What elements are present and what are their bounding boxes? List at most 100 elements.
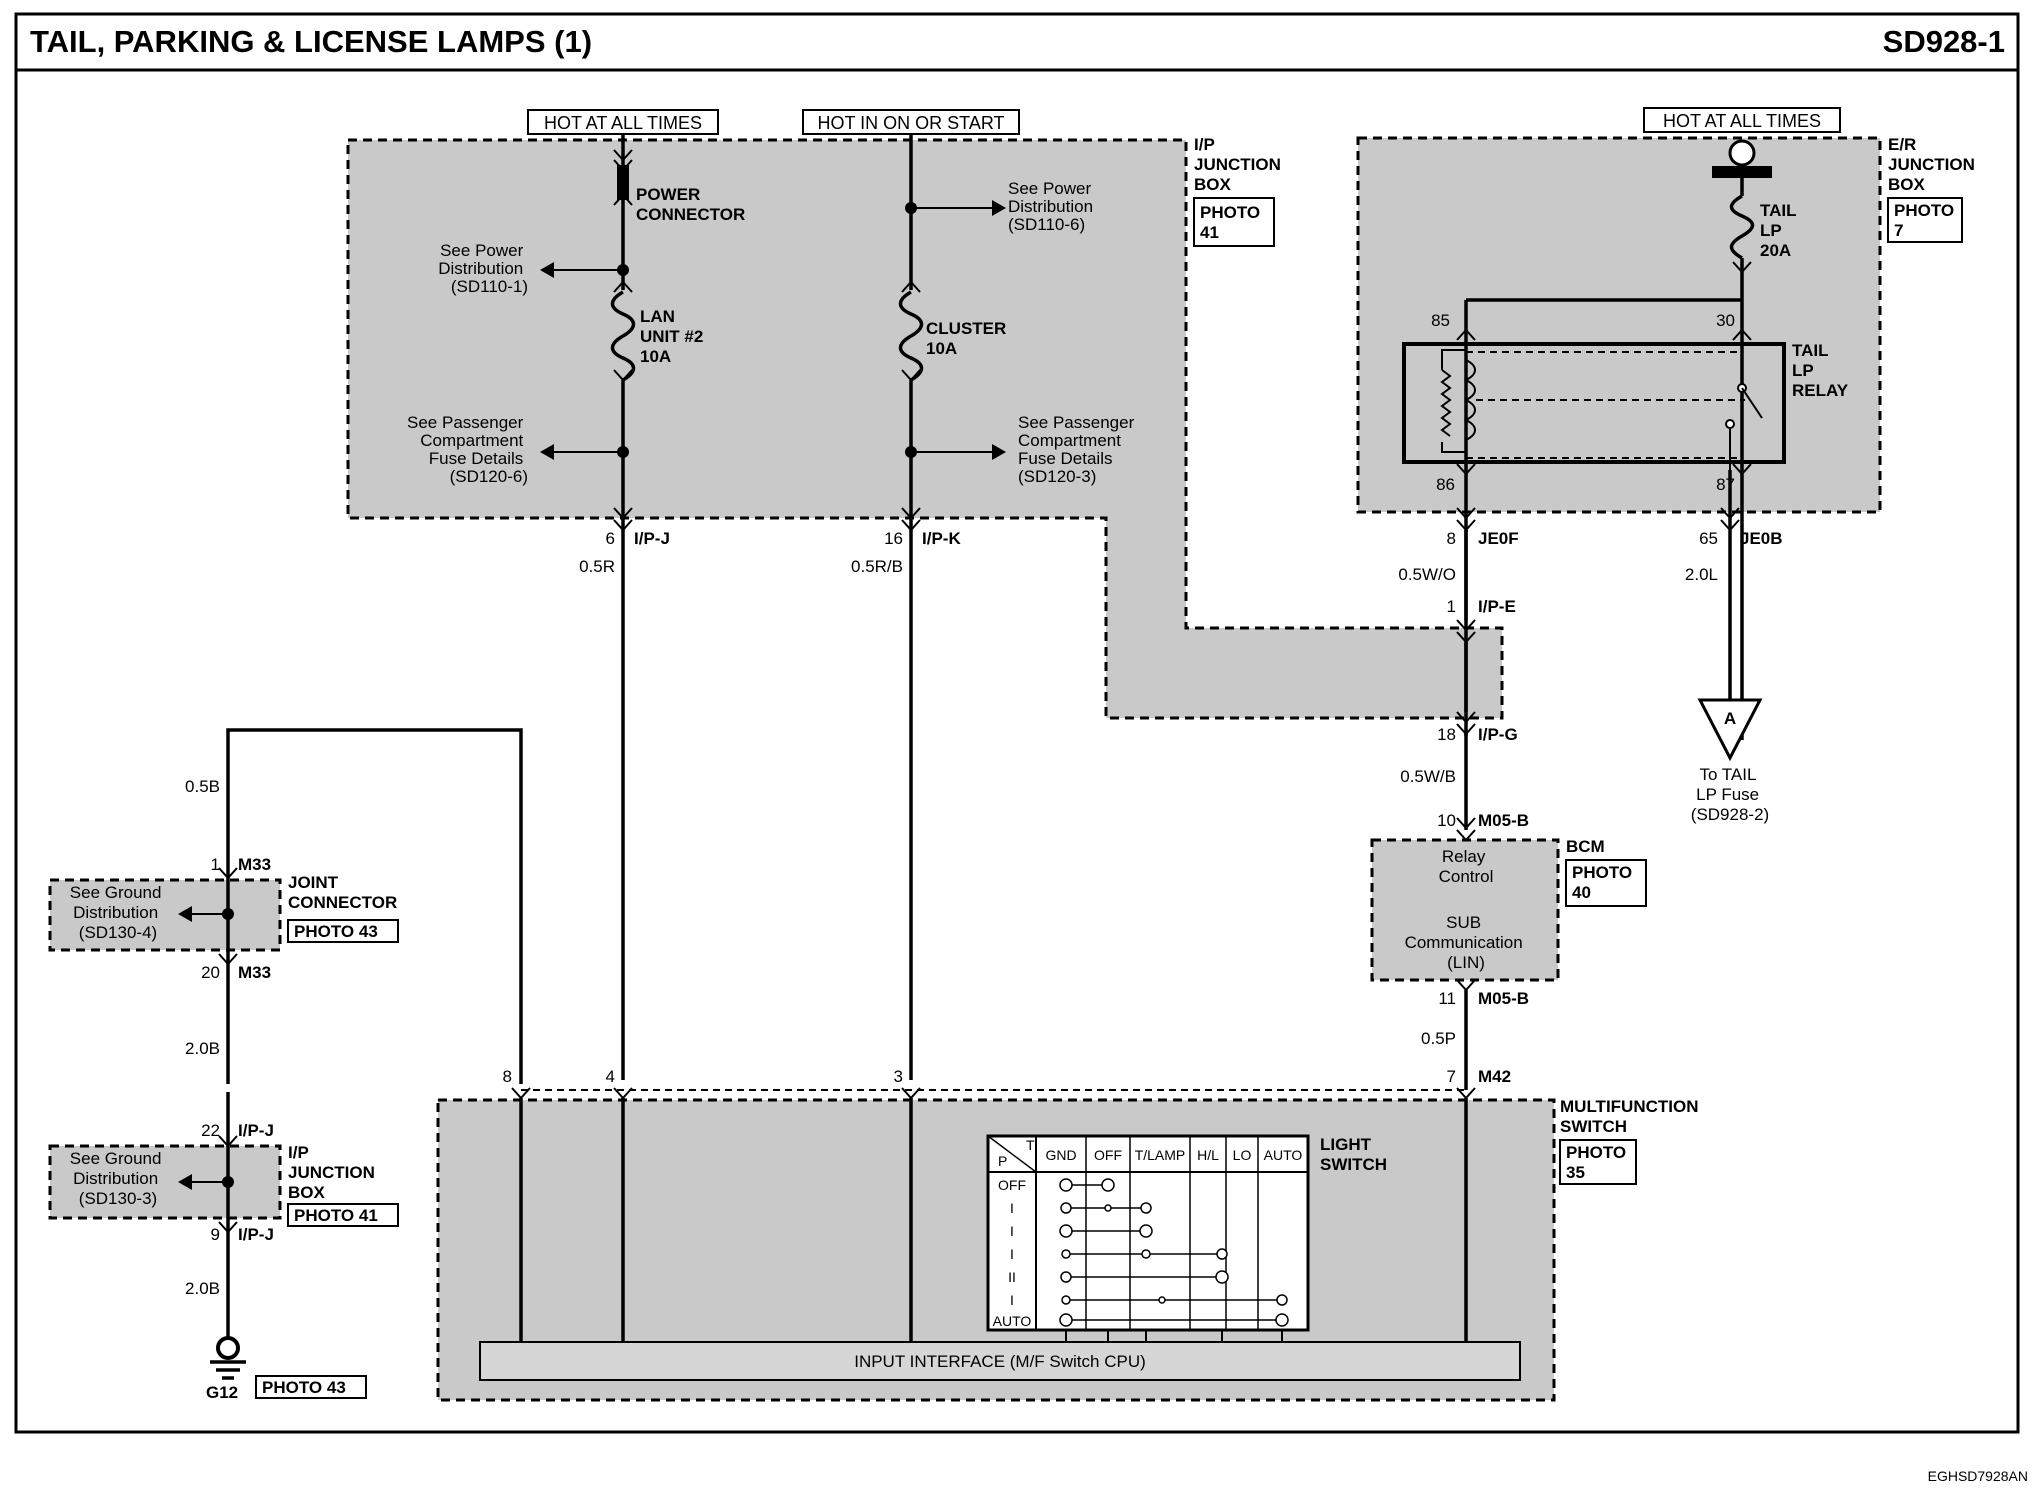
relay-resistor-leads	[1441, 349, 1466, 453]
er-junction-box-zone	[1356, 136, 1882, 514]
je0f-name: JE0F	[1478, 529, 1519, 548]
hot-label-box-3	[1643, 107, 1841, 133]
m05b-bottom-name: M05-B	[1478, 989, 1529, 1008]
ipj-name: I/P-J	[634, 529, 670, 548]
ipj2-bottom-name: I/P-J	[238, 1225, 274, 1244]
wire-label-05r: 0.5R	[579, 557, 615, 576]
table-corner-t: T	[1026, 1137, 1035, 1153]
ipk-name: I/P-K	[922, 529, 961, 548]
arrow-right-icon	[992, 444, 1006, 460]
fuse-chevron-top	[901, 280, 921, 293]
tail-lp-fuse-label: TAIL LP 20A	[1760, 201, 1801, 260]
ipe-name: I/P-E	[1478, 597, 1516, 616]
ip-junction-box-zone	[346, 138, 1504, 720]
power-connector-bottom-chevron	[613, 193, 633, 206]
connector-chevrons	[1456, 711, 1476, 736]
table-header: LO	[1233, 1147, 1252, 1163]
hot-label-box-2	[802, 109, 1020, 135]
m33-top-name: M33	[238, 855, 271, 874]
diagram-title: TAIL, PARKING & LICENSE LAMPS (1)	[30, 24, 592, 59]
offpage-connector-triangle	[1697, 698, 1763, 762]
m33-top-pin: 1	[211, 855, 220, 874]
relay-pin-87: 87	[1716, 475, 1735, 494]
tail-lp-relay-box	[1402, 342, 1786, 464]
ground-label: G12	[206, 1383, 238, 1402]
power-connector-body	[617, 165, 629, 200]
table-corner-p: P	[998, 1153, 1007, 1169]
connector-chevrons	[1456, 817, 1476, 842]
hot-label-1: HOT AT ALL TIMES	[544, 113, 702, 133]
wire-label-20b-1: 2.0B	[185, 1039, 220, 1058]
relay-internal-dashes	[1466, 351, 1742, 459]
bcm-photo: PHOTO 40	[1572, 863, 1637, 902]
bcm-photo-box	[1565, 859, 1647, 907]
mfs-photo-box	[1559, 1139, 1637, 1185]
ipj2-photo: PHOTO 41	[294, 1206, 378, 1225]
diagram-frame	[14, 12, 2020, 1434]
ipj2-top-name: I/P-J	[238, 1121, 274, 1140]
wire-label-05wo: 0.5W/O	[1398, 565, 1456, 584]
je0b-name: JE0B	[1740, 529, 1783, 548]
power-connector-label: POWER CONNECTOR	[636, 185, 745, 224]
mfs-pin-8: 8	[503, 1067, 512, 1086]
arrow-right-icon	[992, 200, 1006, 216]
fuse-chevron-bottom	[1732, 261, 1752, 274]
arrow-left-icon	[178, 1174, 192, 1190]
diagram-code: SD928-1	[1883, 24, 2005, 59]
wire-label-05rb: 0.5R/B	[851, 557, 903, 576]
ip-junction-box-2-zone	[48, 1144, 282, 1220]
offpage-text: To TAIL LP Fuse (SD928-2)	[1691, 765, 1769, 824]
m42-pin: 7	[1447, 1067, 1456, 1086]
m33-bottom-pin: 20	[201, 963, 220, 982]
hot-label-3: HOT AT ALL TIMES	[1663, 111, 1821, 131]
input-interface-label: INPUT INTERFACE (M/F Switch CPU)	[854, 1352, 1146, 1371]
ground-photo-box	[255, 1375, 367, 1399]
table-header: H/L	[1197, 1147, 1219, 1163]
ground-bars-icon	[210, 1360, 246, 1380]
joint-connector-photo-box	[287, 919, 399, 943]
hot-label-2: HOT IN ON OR START	[817, 113, 1004, 133]
m33-bottom-name: M33	[238, 963, 271, 982]
table-header: GND	[1045, 1147, 1076, 1163]
connector-chevron	[218, 1221, 238, 1234]
ip-junction-box-label: I/P JUNCTION BOX	[1194, 135, 1286, 194]
wire-label-20l: 2.0L	[1685, 565, 1718, 584]
bcm-sub-communication: SUB Communication (LIN)	[1405, 913, 1528, 972]
ipj2-bottom-pin: 9	[211, 1225, 220, 1244]
table-row-label: I	[1010, 1223, 1014, 1239]
m05b-top-name: M05-B	[1478, 811, 1529, 830]
arrow-left-icon	[540, 444, 554, 460]
table-row-label: I	[1010, 1200, 1014, 1216]
arrow-left-icon	[540, 262, 554, 278]
ipj2-see-ground: See Ground Distribution (SD130-3)	[70, 1149, 166, 1208]
relay-chevrons-top	[1456, 328, 1752, 341]
connector-chevron	[218, 867, 238, 880]
joint-connector-photo: PHOTO 43	[294, 922, 378, 941]
see-pass-right-label: See Passenger Compartment Fuse Details (…	[1018, 413, 1139, 486]
input-interface-bar	[479, 1341, 1521, 1381]
connector-chevrons	[901, 507, 921, 532]
er-junction-box-photo-box	[1887, 197, 1963, 243]
joint-connector-zone	[48, 878, 282, 952]
ipj2-photo-box	[287, 1203, 399, 1227]
ipg-name: I/P-G	[1478, 725, 1518, 744]
ipe-pin: 1	[1447, 597, 1456, 616]
je0f-pin: 8	[1447, 529, 1456, 548]
relay-pin-85: 85	[1431, 311, 1450, 330]
see-power-right-label: See Power Distribution (SD110-6)	[1008, 179, 1098, 234]
see-power-left-label: See Power Distribution (SD110-1)	[438, 241, 528, 296]
wire-label-05wb: 0.5W/B	[1400, 767, 1456, 786]
mfs-label: MULTIFUNCTION SWITCH	[1560, 1097, 1703, 1136]
ip-junction-box-photo: PHOTO 41	[1200, 203, 1265, 242]
m05b-top-pin: 10	[1437, 811, 1456, 830]
wire-label-05b: 0.5B	[185, 777, 220, 796]
battery-bar-icon	[1712, 166, 1772, 178]
ipj-pin: 6	[606, 529, 615, 548]
arrow-left-icon	[178, 906, 192, 922]
mfs-photo: PHOTO 35	[1566, 1143, 1631, 1182]
lan-fuse-label: LAN UNIT #2 10A	[640, 307, 708, 366]
relay-switch-arm	[1741, 387, 1763, 419]
table-row-label: AUTO	[993, 1313, 1032, 1329]
tail-lp-fuse-icon	[1729, 194, 1755, 260]
relay-resistor-icon	[1440, 369, 1452, 437]
